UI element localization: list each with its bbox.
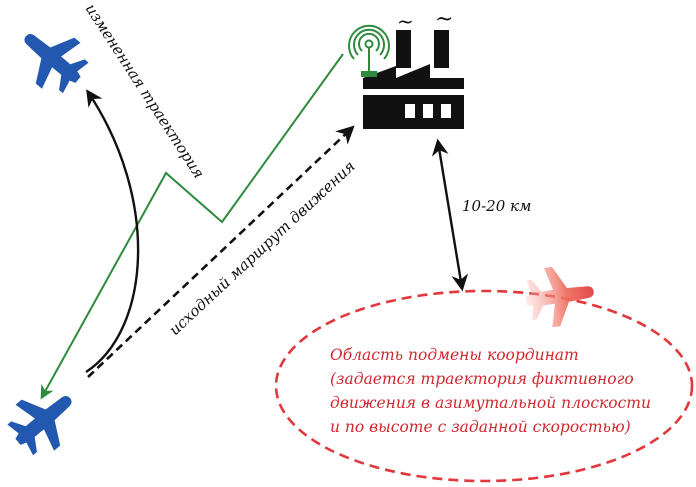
spoof-area-line: (задается траектория фиктивного — [330, 370, 634, 388]
changed-trajectory-arrow — [85, 89, 140, 374]
factory-icon — [363, 30, 464, 129]
spoof-area-line: движения в азимутальной плоскости — [330, 394, 651, 412]
radio-antenna-icon — [348, 24, 390, 77]
spoof-signal-path — [40, 53, 344, 400]
spoof-area-line: и по высоте с заданной скоростью) — [330, 418, 631, 436]
distance-label: 10-20 км — [462, 197, 531, 215]
spoof-area-line: Область подмены координат — [330, 346, 579, 364]
smoke-glyph-1: ~ — [397, 9, 414, 33]
changed-trajectory-label: измененная траектория — [82, 0, 208, 181]
ghost-jet-icon — [522, 261, 598, 331]
spoof-area-ellipse — [274, 289, 694, 483]
smoke-glyph-2: ~ — [435, 7, 453, 32]
spoof-area-description: Область подмены координат (задается трае… — [330, 346, 651, 436]
original-route-arrow — [87, 125, 355, 378]
original-route-label: исходный маршрут движения — [165, 157, 358, 339]
origin-jet-icon — [0, 375, 90, 465]
redirected-jet-icon — [6, 13, 98, 103]
distance-arrow — [431, 138, 469, 292]
